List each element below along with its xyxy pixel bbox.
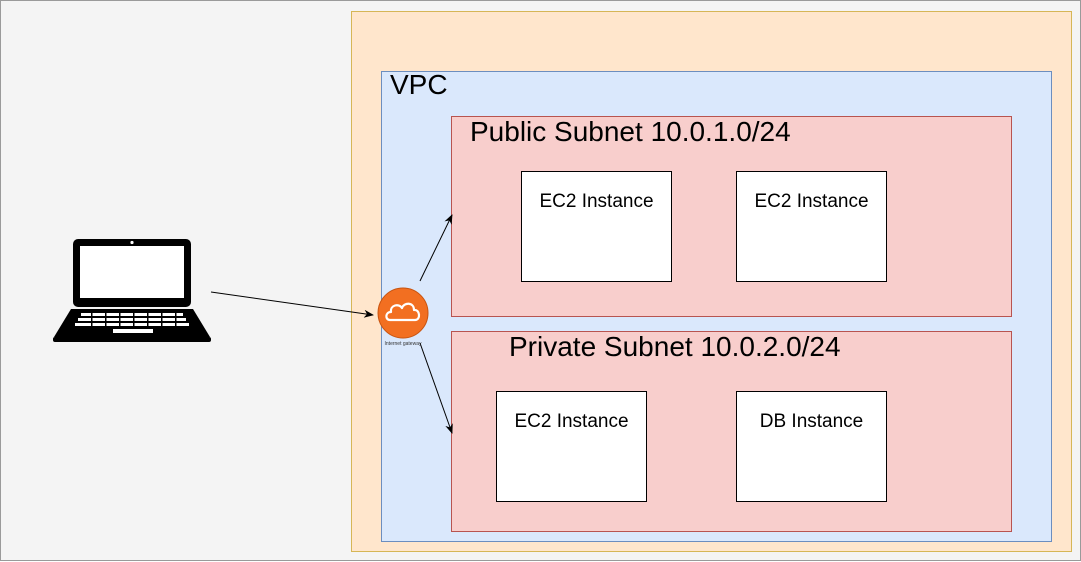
laptop-icon[interactable] (53, 237, 211, 343)
internet-gateway-label: Internet gateway (384, 341, 422, 347)
private-db-instance[interactable]: DB Instance (736, 391, 887, 502)
internet-gateway-icon[interactable] (377, 287, 429, 339)
public-subnet-label: Public Subnet 10.0.1.0/24 (470, 116, 791, 147)
public-ec2-instance-1[interactable]: EC2 Instance (521, 171, 672, 282)
private-ec2-instance[interactable]: EC2 Instance (496, 391, 647, 502)
gateway-to-public-arrow (419, 214, 453, 282)
laptop-to-gateway-arrow (210, 291, 374, 318)
vpc-label: VPC (390, 69, 448, 100)
gateway-to-private-arrow (419, 342, 453, 434)
private-subnet-label: Private Subnet 10.0.2.0/24 (509, 331, 841, 362)
public-ec2-instance-2[interactable]: EC2 Instance (736, 171, 887, 282)
